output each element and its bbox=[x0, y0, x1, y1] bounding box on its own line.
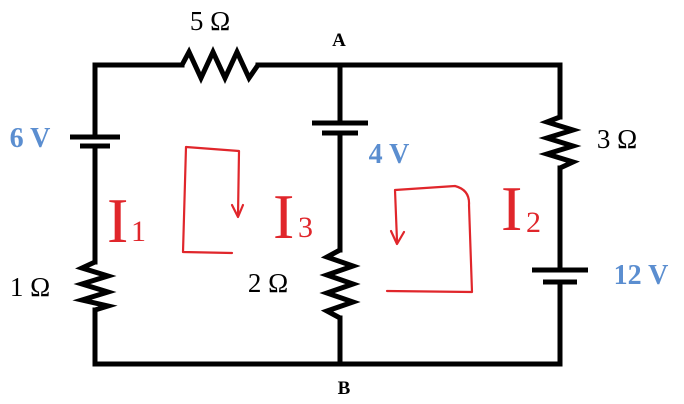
loop-arrow-right bbox=[385, 184, 474, 294]
current-label-middle-main: I bbox=[273, 181, 294, 252]
current-label-middle-sub: 3 bbox=[298, 211, 313, 244]
resistors bbox=[72, 46, 582, 321]
batteries bbox=[70, 120, 588, 285]
battery-label-middle: 4 V bbox=[369, 139, 410, 170]
current-label-right-sub: 2 bbox=[526, 206, 541, 239]
resistor-2ohm bbox=[319, 247, 361, 321]
current-label-right-main: I bbox=[501, 173, 522, 244]
wire-top-right bbox=[255, 62, 563, 120]
wires bbox=[92, 62, 563, 367]
battery-label-left: 6 V bbox=[10, 123, 51, 154]
resistor-5ohm bbox=[179, 46, 261, 84]
current-label-left-sub: 1 bbox=[131, 215, 146, 248]
wire-bottom bbox=[92, 280, 563, 367]
current-label-middle: I 3 bbox=[273, 181, 313, 252]
current-label-left-main: I bbox=[107, 185, 128, 256]
resistor-1ohm bbox=[72, 259, 118, 313]
loop-arrows bbox=[181, 145, 474, 294]
current-label-right: I 2 bbox=[501, 173, 541, 244]
battery-label-right: 12 V bbox=[614, 260, 669, 291]
loop-arrow-left bbox=[181, 145, 241, 255]
resistor-label-middle: 2 Ω bbox=[248, 268, 288, 298]
resistor-label-left: 1 Ω bbox=[10, 272, 50, 302]
resistor-3ohm bbox=[538, 114, 582, 171]
resistor-label-right: 3 Ω bbox=[597, 124, 637, 154]
loop-arrow-right-head bbox=[389, 229, 406, 246]
resistor-label-top: 5 Ω bbox=[190, 6, 230, 36]
wire-top-left bbox=[92, 62, 185, 138]
node-label-a: A bbox=[332, 30, 346, 51]
node-label-b: B bbox=[338, 378, 351, 399]
loop-arrow-left-head bbox=[230, 203, 245, 219]
current-label-left: I 1 bbox=[107, 185, 146, 256]
